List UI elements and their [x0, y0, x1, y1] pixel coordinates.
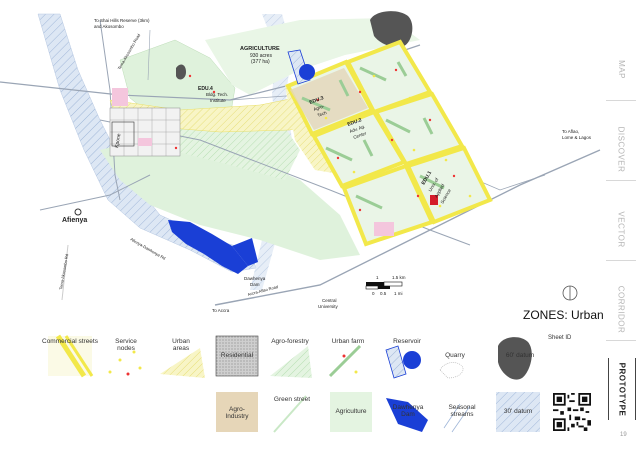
page-number: 19	[620, 432, 627, 438]
legend-urban-farm-swatch	[328, 344, 362, 378]
legend-urban-areas: Urban areas	[172, 338, 190, 352]
legend-swatches	[48, 334, 540, 433]
legend-reservoir: Reservoir	[393, 338, 421, 345]
tab-map[interactable]: MAP	[608, 38, 634, 100]
reservoir	[287, 49, 315, 85]
legend-agriculture-swatch	[330, 392, 372, 432]
label-edu2: EDU.2	[347, 117, 363, 128]
label-afienya-dawhenya: Afienya-Dawhenya Rd	[130, 237, 167, 261]
afienya-marker	[74, 208, 82, 216]
label-edu3-sub: Agro-	[313, 103, 326, 112]
legend-quarry-swatch	[439, 362, 464, 379]
label-dawhenya: Dawhenya	[244, 276, 266, 281]
legend-seasonal-streams: Seasonal streams	[448, 404, 476, 418]
legend-agro-industry-swatch	[216, 392, 258, 432]
label-kpone: Kpone	[114, 133, 122, 148]
legend-green-street-swatch	[273, 395, 307, 433]
label-to-accra: To Accra	[212, 308, 230, 313]
side-tab-divider	[606, 180, 636, 181]
legend-agro-forestry-swatch	[270, 346, 312, 378]
legend-residential: Residential	[220, 352, 254, 359]
scale-1mi: 1 mi	[394, 291, 403, 296]
zone-title: ZONES: Urban	[523, 308, 604, 322]
legend-commercial-streets: Commercial streets	[42, 338, 98, 345]
tab-corridor-label: CORRIDOR	[616, 285, 626, 333]
datum-60-blobs	[176, 11, 413, 80]
legend-service-nodes: Service nodes	[115, 338, 137, 352]
legend-dawhenya-dam: Dawhenya Dam	[392, 404, 424, 418]
label-edu4-sub: Bldg. Tech.	[206, 92, 228, 97]
label-central: Central	[322, 298, 337, 303]
legend-service-nodes-swatch	[108, 350, 142, 376]
label-edu4: EDU.4	[198, 86, 213, 92]
label-lome-lagos: Lome & Lagos	[562, 135, 592, 140]
side-tab-divider	[606, 100, 636, 101]
legend-30-datum: 30' datum	[503, 408, 533, 415]
legend-green-street: Green street	[273, 396, 311, 403]
tab-prototype-label: PROTOTYPE	[617, 362, 627, 416]
scale-1: 1	[376, 275, 379, 280]
legend-seasonal-streams-swatch	[443, 403, 471, 433]
label-agriculture-acres: 930 acres	[250, 53, 272, 59]
legend-urban-farm: Urban farm	[331, 338, 365, 345]
qr-code	[553, 393, 591, 431]
label-tema-akosombo-rd: Tema-Akosombo Rd	[58, 254, 69, 291]
label-edu4-sub2: Institute	[210, 98, 226, 103]
label-dam: Dam	[250, 282, 260, 287]
side-tab-divider	[606, 260, 636, 261]
tab-vector[interactable]: VECTOR	[608, 198, 634, 260]
legend-agro-forestry: Agro-forestry	[271, 338, 309, 345]
tab-prototype[interactable]: PROTOTYPE	[608, 358, 636, 420]
legend-reservoir-swatch	[385, 345, 421, 379]
tab-discover[interactable]: DISCOVER	[608, 118, 634, 180]
tab-discover-label: DISCOVER	[616, 126, 626, 172]
legend-residential-swatch	[215, 335, 259, 377]
label-edu3: EDU.3	[309, 95, 325, 106]
legend-urban-areas-swatch	[160, 348, 205, 378]
urban-grid	[174, 39, 493, 247]
legend-quarry: Quarry	[445, 352, 465, 359]
legend-agro-industry: Agro-Industry	[225, 406, 249, 420]
legend-30-datum-swatch	[496, 392, 540, 432]
label-to-aflao: To Aflao,	[562, 129, 579, 134]
legend-60-datum: 60' datum	[505, 352, 535, 359]
tab-map-label: MAP	[616, 59, 626, 79]
label-shai-hills: To Shai Hills Reserve (3km)	[94, 18, 150, 23]
legend-dawhenya-dam-swatch	[386, 398, 428, 432]
scale-0-5: 0.5	[380, 291, 387, 296]
scale-1-5km: 1.5 km	[392, 275, 406, 280]
label-edu2-sub2: Center	[353, 130, 368, 139]
sheet-id: Sheet ID	[548, 335, 572, 341]
label-agriculture-ha: (377 ha)	[251, 59, 270, 65]
tab-vector-label: VECTOR	[616, 210, 626, 248]
label-university: University	[318, 304, 339, 309]
legend-commercial-streets-swatch	[48, 334, 94, 378]
scale-bar: 1 1.5 km 0 0.5 1 mi	[365, 275, 406, 296]
label-agriculture: AGRICULTURE	[240, 46, 280, 52]
scale-0: 0	[372, 291, 375, 296]
dawhenya-dam	[168, 220, 258, 274]
label-afienya: Afienya	[62, 217, 87, 224]
label-edu2-sub: Adv. Ag.	[349, 124, 366, 134]
legend-60-datum-swatch	[498, 337, 532, 380]
side-tab-divider	[606, 340, 636, 341]
label-edu3-sub2: Tech	[317, 110, 328, 118]
legend-agriculture: Agriculture	[335, 408, 367, 415]
tab-corridor[interactable]: CORRIDOR	[608, 278, 634, 340]
kpone-town	[109, 88, 181, 157]
label-akosombo: and Akosombo	[94, 24, 124, 29]
north-compass	[562, 285, 578, 301]
